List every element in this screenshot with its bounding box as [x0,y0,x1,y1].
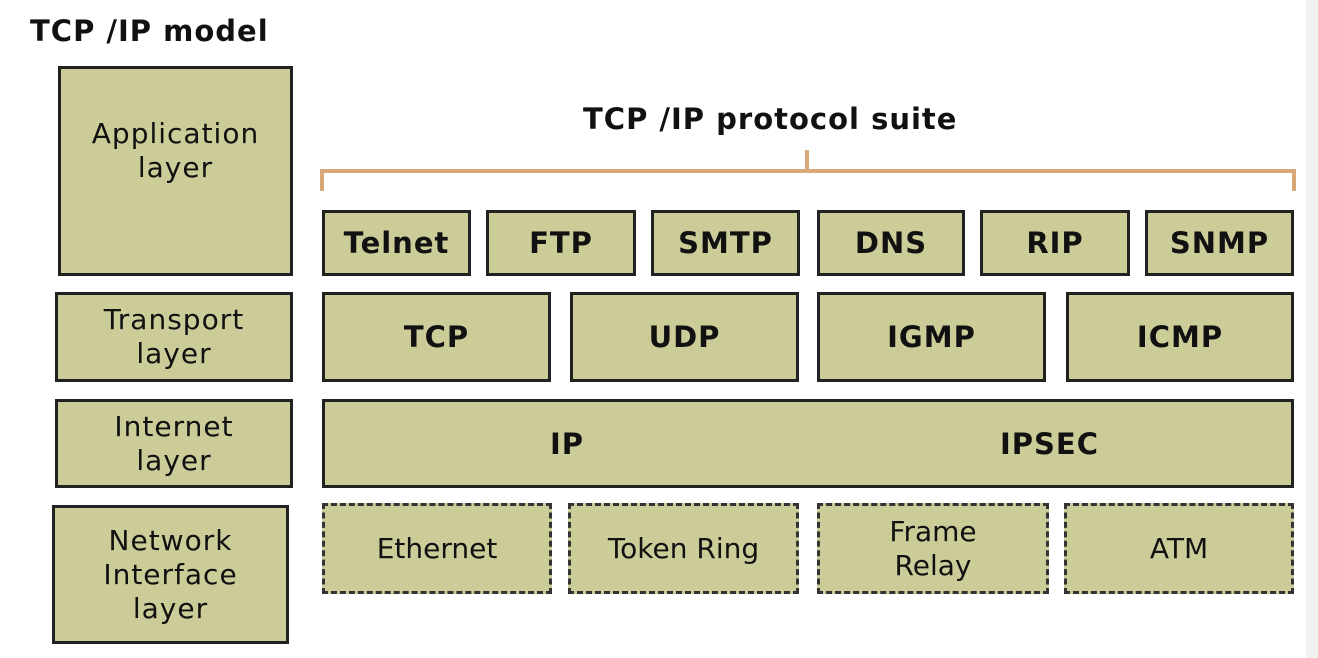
protocol-ftp: FTP [486,210,636,276]
model-title: TCP /IP model [30,14,269,48]
protocol-ethernet: Ethernet [322,503,552,594]
protocol-igmp: IGMP [817,292,1046,382]
internet-layer: Internet layer [55,399,293,488]
suite-bracket-right [1292,169,1296,191]
protocol-icmp: ICMP [1066,292,1294,382]
protocol-snmp: SNMP [1145,210,1294,276]
protocol-udp: UDP [570,292,799,382]
protocol-token-ring: Token Ring [568,503,799,594]
protocol-ip: IP [322,399,811,488]
suite-title: TCP /IP protocol suite [583,102,958,136]
protocol-ipsec: IPSEC [808,399,1294,488]
transport-layer: Transport layer [55,292,293,382]
protocol-dns: DNS [817,210,965,276]
protocol-smtp: SMTP [651,210,800,276]
protocol-atm: ATM [1064,503,1294,594]
protocol-frame-relay: Frame Relay [817,503,1049,594]
network-interface-layer: Network Interface layer [52,505,289,644]
protocol-telnet: Telnet [322,210,471,276]
protocol-rip: RIP [980,210,1130,276]
application-layer: Application layer [58,66,293,276]
page-edge [1306,0,1318,658]
suite-bracket-left [320,169,324,191]
protocol-tcp: TCP [322,292,551,382]
suite-bracket-center [805,150,809,172]
